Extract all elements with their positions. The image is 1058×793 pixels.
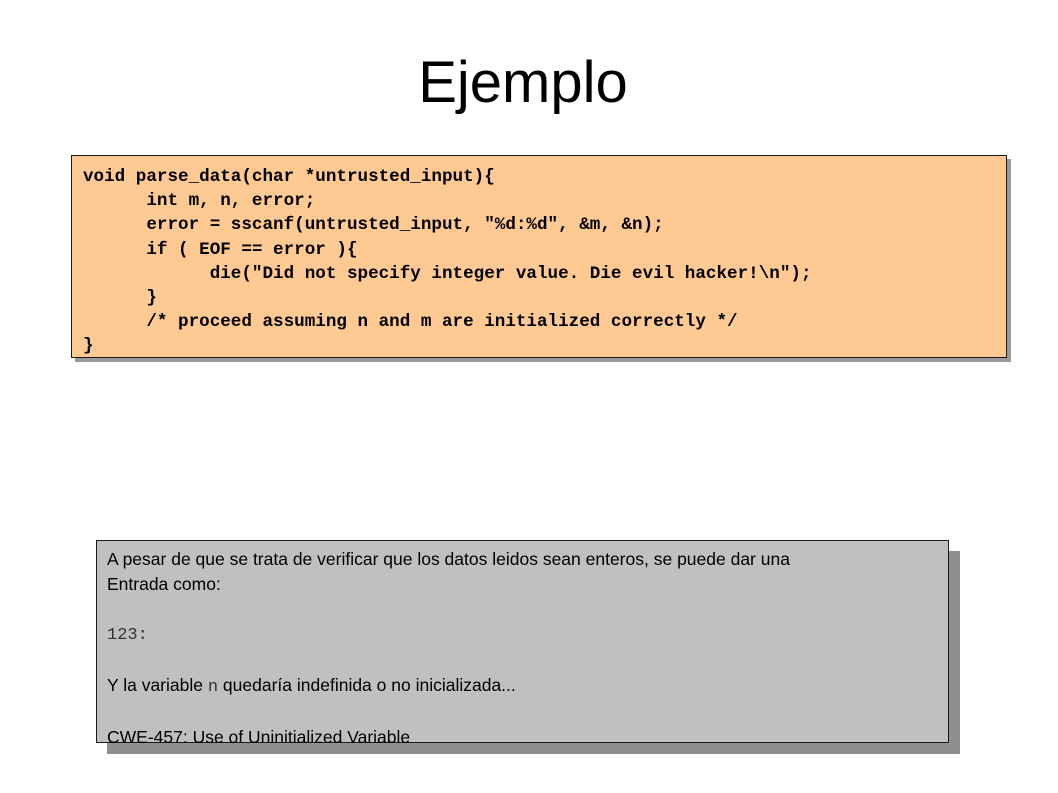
variable-note-prefix: Y la variable [107, 674, 208, 695]
code-line: } [83, 288, 157, 309]
variable-note-line: Y la variable n quedaría indefinida o no… [107, 673, 948, 701]
cwe-reference: CWE-457: Use of Uninitialized Variable [107, 726, 411, 747]
code-line: } [83, 336, 94, 357]
note-text-line: Entrada como: [107, 573, 221, 594]
code-line: die("Did not specify integer value. Die … [83, 263, 812, 284]
code-block: void parse_data(char *untrusted_input){ … [71, 155, 1007, 358]
code-line: void parse_data(char *untrusted_input){ [83, 167, 495, 187]
note-text-line: A pesar de que se trata de verificar que… [107, 549, 790, 569]
slide-title: Ejemplo [418, 50, 628, 115]
note-spacer [107, 596, 948, 621]
code-line: if ( EOF == error ){ [83, 239, 358, 260]
code-line: /* proceed assuming n and m are initiali… [83, 312, 738, 333]
note-spacer [107, 700, 948, 725]
note-spacer [107, 648, 948, 673]
example-input-value: 123: [107, 625, 148, 645]
example-input-line: 123: [107, 621, 948, 649]
variable-note-suffix: quedaría indefinida o no inicializada... [218, 674, 516, 695]
code-line: error = sscanf(untrusted_input, "%d:%d",… [83, 215, 664, 236]
variable-name: n [207, 677, 219, 697]
explanation-note: A pesar de que se trata de verificar que… [96, 540, 949, 747]
code-line: int m, n, error; [83, 191, 316, 212]
